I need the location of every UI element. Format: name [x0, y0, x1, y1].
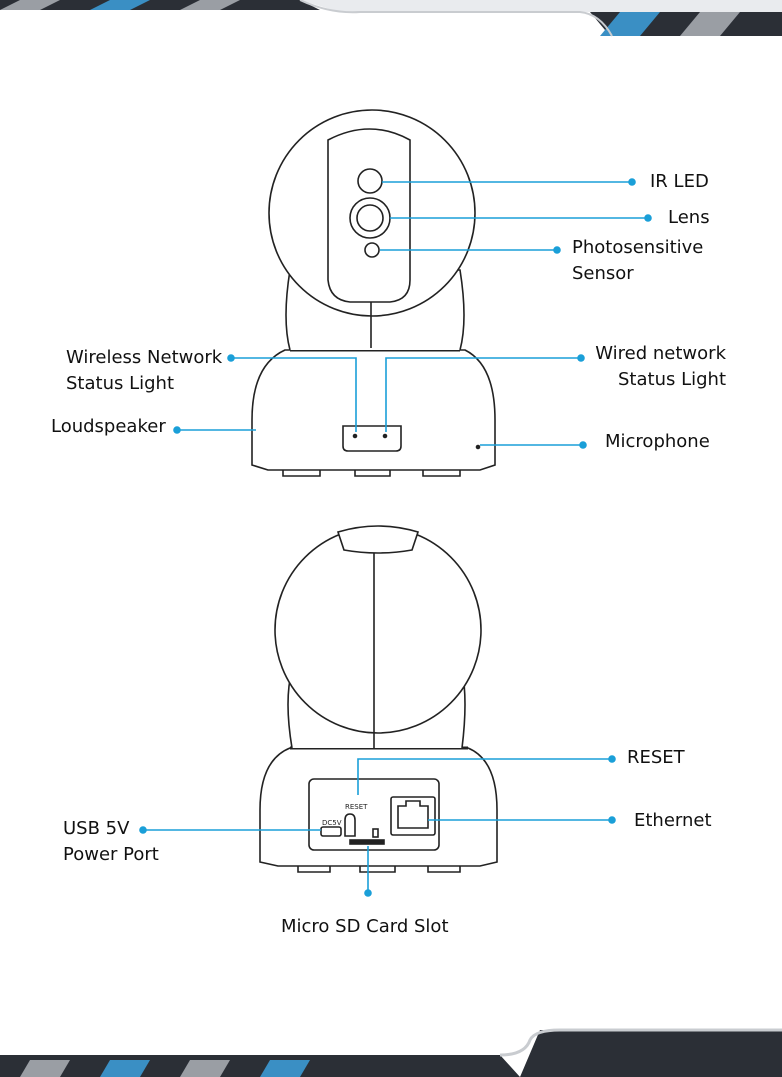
label-usb-line1: USB 5V — [63, 816, 159, 842]
reset-button-part — [345, 814, 355, 836]
front-status-panel — [343, 426, 401, 451]
label-photosensitive-sensor: Photosensitive Sensor — [572, 235, 703, 287]
label-wireless-network-status-light: Wireless Network Status Light — [66, 345, 222, 397]
usb-port-part — [321, 827, 341, 836]
label-microsd-card-slot: Micro SD Card Slot — [281, 914, 449, 940]
label-wireless-line1: Wireless Network — [66, 345, 222, 371]
label-usb-power-port: USB 5V Power Port — [63, 816, 159, 868]
dc5v-small-label: DC5V — [322, 819, 342, 827]
front-base — [252, 350, 495, 470]
photosensor-part — [365, 243, 379, 257]
label-loudspeaker: Loudspeaker — [51, 414, 166, 440]
label-lens: Lens — [668, 205, 710, 231]
microsd-slot-part — [350, 840, 384, 844]
label-photosensitive-line2: Sensor — [572, 261, 703, 287]
label-wired-line2: Status Light — [595, 367, 726, 393]
label-ethernet: Ethernet — [634, 808, 712, 834]
ir-led-part — [358, 169, 382, 193]
reset-small-label: RESET — [345, 803, 368, 811]
label-wireless-line2: Status Light — [66, 371, 222, 397]
label-usb-line2: Power Port — [63, 842, 159, 868]
label-ir-led: IR LED — [650, 169, 709, 195]
back-dome — [275, 527, 481, 733]
label-photosensitive-line1: Photosensitive — [572, 235, 703, 261]
bottom-banner — [0, 1030, 782, 1077]
label-reset: RESET — [627, 745, 685, 771]
back-top-cap — [338, 526, 418, 553]
label-wired-network-status-light: Wired network Status Light — [595, 341, 726, 393]
label-wired-line1: Wired network — [595, 341, 726, 367]
label-microphone: Microphone — [605, 429, 710, 455]
camera-front — [252, 110, 495, 476]
top-banner — [0, 0, 782, 36]
